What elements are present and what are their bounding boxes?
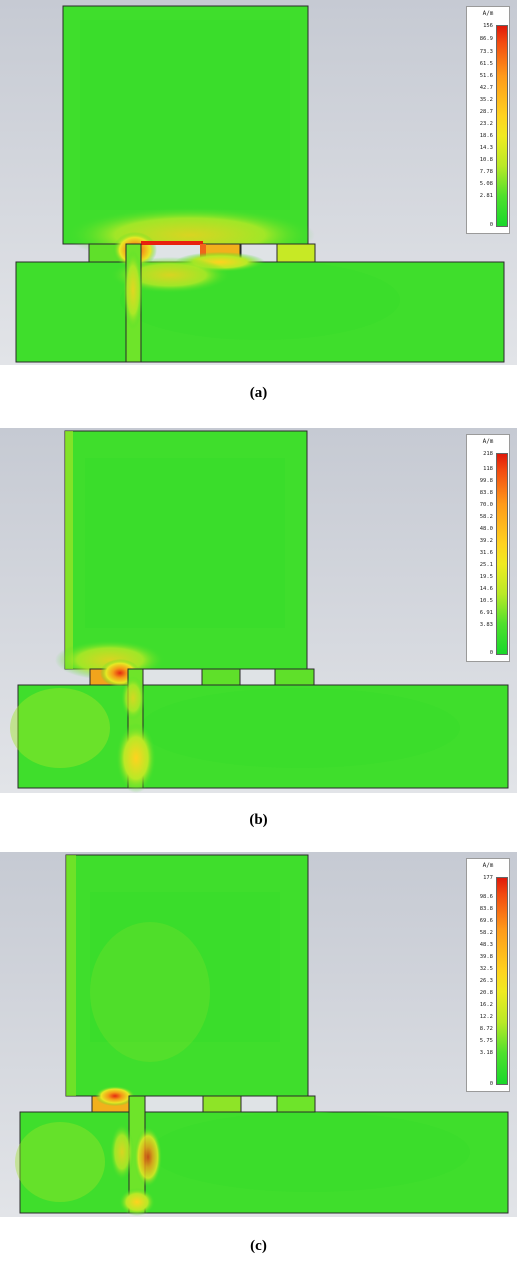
legend-tick: 25.1 — [479, 562, 493, 568]
legend-tick: 26.3 — [479, 978, 493, 984]
legend-tick: 10.8 — [479, 157, 493, 163]
field-map-c — [0, 852, 517, 1217]
legend-tick: 35.2 — [479, 97, 493, 103]
legend-tick: 19.5 — [479, 574, 493, 580]
legend-tick: 3.83 — [479, 622, 493, 628]
legend-tick: 70.0 — [479, 502, 493, 508]
legend-tick: 51.6 — [479, 73, 493, 79]
legend-tick: 0 — [489, 222, 493, 228]
legend-tick: 83.8 — [479, 490, 493, 496]
legend-unit: A/m — [482, 10, 494, 17]
legend-color-bar — [496, 877, 508, 1085]
field-plot-b: A/m 218 118 99.8 83.8 70.0 58.2 48.0 39.… — [0, 428, 517, 793]
caption-b: (b) — [249, 812, 268, 828]
legend-tick: 98.6 — [479, 894, 493, 900]
legend-tick: 61.5 — [479, 61, 493, 67]
legend-tick: 177 — [483, 875, 493, 881]
color-legend-a: A/m 156 86.9 73.3 61.5 51.6 42.7 35.2 28… — [466, 6, 510, 234]
field-map-a — [0, 0, 517, 365]
legend-tick: 39.8 — [479, 954, 493, 960]
legend-tick: 18.6 — [479, 133, 493, 139]
legend-tick: 42.7 — [479, 85, 493, 91]
legend-tick: 156 — [483, 23, 493, 29]
legend-tick: 83.8 — [479, 906, 493, 912]
legend-tick: 32.5 — [479, 966, 493, 972]
legend-tick: 23.2 — [479, 121, 493, 127]
legend-tick: 5.75 — [479, 1038, 493, 1044]
legend-tick: 58.2 — [479, 930, 493, 936]
legend-tick: 14.3 — [479, 145, 493, 151]
legend-tick: 86.9 — [479, 36, 493, 42]
legend-tick: 3.18 — [479, 1050, 493, 1056]
legend-tick: 118 — [483, 466, 493, 472]
legend-tick: 8.72 — [479, 1026, 493, 1032]
legend-tick: 48.3 — [479, 942, 493, 948]
legend-tick: 31.6 — [479, 550, 493, 556]
legend-tick: 69.6 — [479, 918, 493, 924]
caption-c: (c) — [250, 1238, 267, 1254]
legend-tick: 0 — [489, 650, 493, 656]
legend-tick: 16.2 — [479, 1002, 493, 1008]
legend-color-bar — [496, 453, 508, 655]
legend-tick: 0 — [489, 1081, 493, 1087]
legend-tick: 20.8 — [479, 990, 493, 996]
color-legend-b: A/m 218 118 99.8 83.8 70.0 58.2 48.0 39.… — [466, 434, 510, 662]
legend-tick: 14.6 — [479, 586, 493, 592]
legend-tick: 48.0 — [479, 526, 493, 532]
legend-tick: 5.08 — [479, 181, 493, 187]
legend-tick: 58.2 — [479, 514, 493, 520]
legend-tick: 6.91 — [479, 610, 493, 616]
legend-tick: 2.81 — [479, 193, 493, 199]
field-plot-c: A/m 177 98.6 83.8 69.6 58.2 48.3 39.8 32… — [0, 852, 517, 1217]
legend-tick: 28.7 — [479, 109, 493, 115]
legend-tick: 7.78 — [479, 169, 493, 175]
legend-tick: 10.5 — [479, 598, 493, 604]
legend-unit: A/m — [482, 862, 494, 869]
field-map-b — [0, 428, 517, 793]
color-legend-c: A/m 177 98.6 83.8 69.6 58.2 48.3 39.8 32… — [466, 858, 510, 1092]
legend-tick: 99.8 — [479, 478, 493, 484]
legend-tick: 73.3 — [479, 49, 493, 55]
legend-unit: A/m — [482, 438, 494, 445]
caption-a: (a) — [249, 385, 268, 401]
field-plot-a: A/m 156 86.9 73.3 61.5 51.6 42.7 35.2 28… — [0, 0, 517, 365]
legend-tick: 12.2 — [479, 1014, 493, 1020]
legend-tick: 218 — [483, 451, 493, 457]
legend-tick: 39.2 — [479, 538, 493, 544]
legend-color-bar — [496, 25, 508, 227]
